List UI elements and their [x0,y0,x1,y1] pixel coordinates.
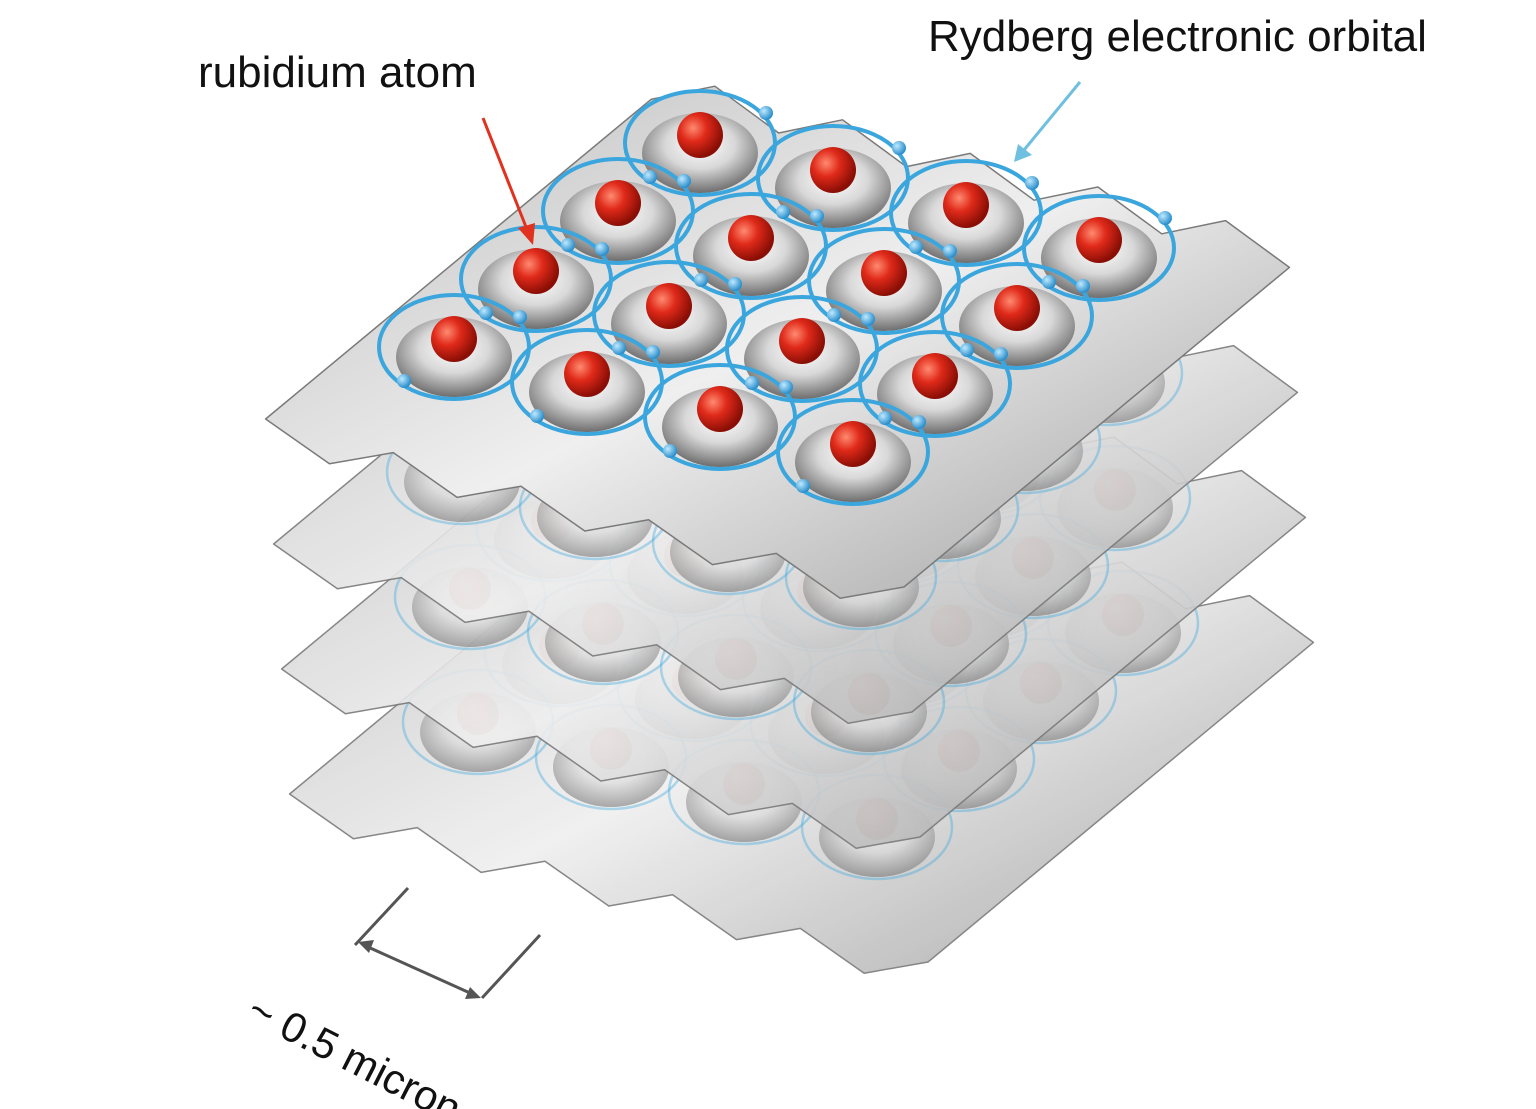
rubidium-atom [677,112,723,158]
scale-bar-tick-left [353,886,410,947]
electron [397,374,411,388]
rubidium-atom [810,147,856,193]
electron [1076,279,1090,293]
scale-bar-tick-right [480,933,542,1000]
rubidium-atom [943,182,989,228]
electron [612,341,626,355]
orbital-pointer-arrowhead [1014,144,1032,162]
electron [677,174,691,188]
atom-pointer-arrowhead [518,223,535,245]
rubidium-atom [646,283,692,329]
rubidium-atom [513,248,559,294]
scale-bar-arrowhead-right [465,987,481,999]
electron [892,141,906,155]
electron [960,343,974,357]
electron [776,205,790,219]
electron [1042,275,1056,289]
electron [745,376,759,390]
atom-pointer-arrow [481,117,530,233]
rubidium-atom [431,316,477,362]
rubidium-atom [779,318,825,364]
rubidium-atom [595,180,641,226]
lattice-site [858,330,1012,438]
orbital-pointer-arrow [1022,81,1082,151]
lattice-site [776,398,930,506]
electron [530,409,544,423]
electron [1025,176,1039,190]
annotations [353,81,1082,1000]
electron [643,170,657,184]
electron [878,411,892,425]
rubidium-atom [728,215,774,261]
electron [909,240,923,254]
lattice-site [643,363,797,471]
electron [561,238,575,252]
rydberg-orbital-label: Rydberg electronic orbital [928,12,1427,61]
electron [779,380,793,394]
electron [694,273,708,287]
electron [861,312,875,326]
rubidium-atom [564,351,610,397]
electron [663,444,677,458]
electron [796,479,810,493]
scale-bar [353,886,542,1000]
rydberg-orbital [940,262,1094,370]
electron [646,345,660,359]
rubidium-atom [861,250,907,296]
rubidium-atom [697,386,743,432]
electron [827,308,841,322]
rydberg-orbital [1022,194,1176,302]
rydberg-orbital [858,330,1012,438]
electron [479,306,493,320]
electron [513,310,527,324]
electron [994,347,1008,361]
electron [912,415,926,429]
lattice-site [377,293,531,401]
electron [943,244,957,258]
rubidium-atom [1076,217,1122,263]
rubidium-atom-label: rubidium atom [198,48,477,97]
rydberg-orbital [776,398,930,506]
electron [810,209,824,223]
scale-bar-arrow [367,945,471,995]
electron [595,242,609,256]
electron [1158,211,1172,225]
electron [728,277,742,291]
scale-bar-arrowhead-left [358,940,374,953]
rubidium-atom [830,421,876,467]
electron [759,106,773,120]
lattice-site [510,328,664,436]
rubidium-atom [994,285,1040,331]
rubidium-atom [912,353,958,399]
